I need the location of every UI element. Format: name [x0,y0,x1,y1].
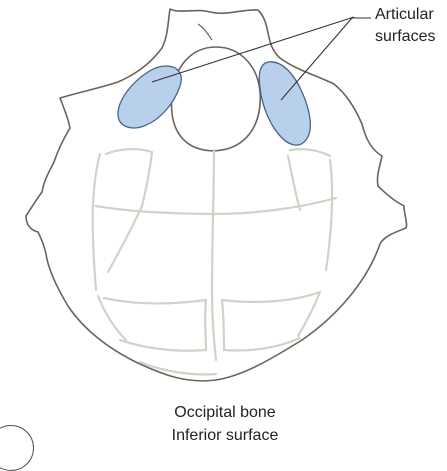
articular-label-line2: surfaces [375,26,447,48]
articular-surfaces-label: Articular surfaces [375,4,447,48]
foramen-magnum [172,47,261,151]
occipital-bone-diagram [0,0,447,450]
caption-line2: Inferior surface [100,424,350,447]
figure-caption: Occipital bone Inferior surface [100,401,350,447]
caption-line1: Occipital bone [100,401,350,424]
articular-label-line1: Articular [375,4,447,26]
